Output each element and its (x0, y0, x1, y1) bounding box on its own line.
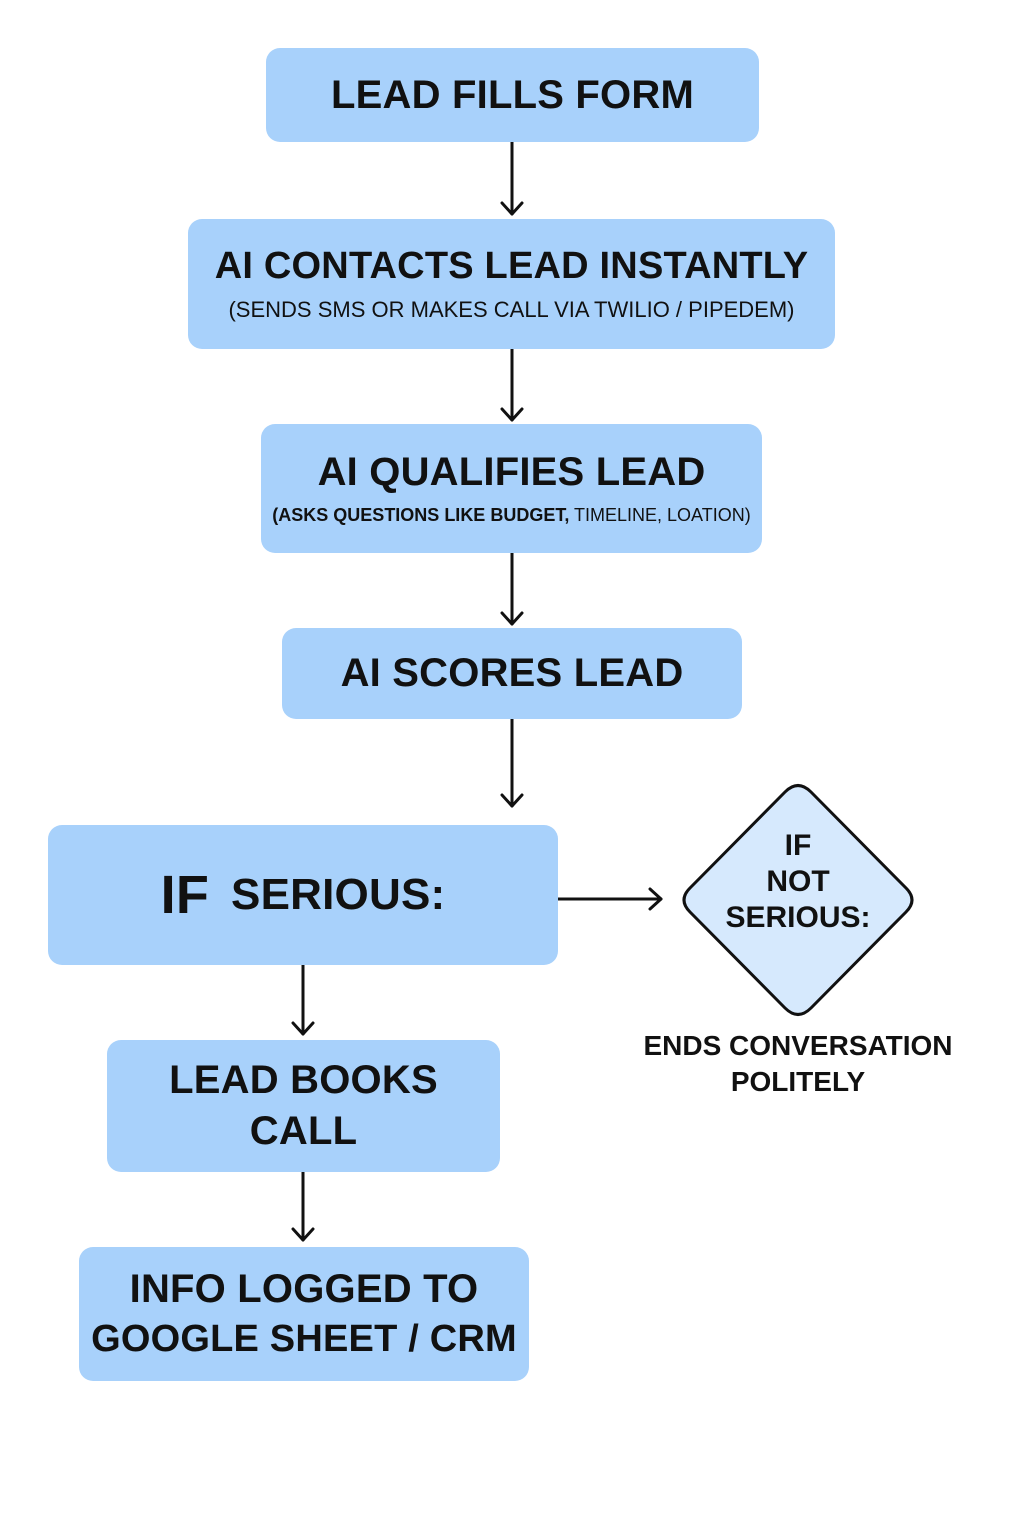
subtitle-bold: (ASKS QUESTIONS LIKE BUDGET, (272, 505, 570, 526)
node-ai-qualifies-lead: AI QUALIFIES LEAD (ASKS QUESTIONS LIKE B… (261, 424, 762, 553)
arrow-if-serious-to-books-call (291, 963, 315, 1036)
arrow-form-to-contacts (500, 140, 524, 216)
arrow-scores-to-if-serious (500, 717, 524, 808)
subtitle-light: TIMELINE, LOATION) (569, 505, 751, 526)
arrow-if-serious-to-not-serious (556, 887, 663, 911)
note-line-2: POLITELY (730, 1066, 866, 1098)
diamond-line-3: SERIOUS: (725, 901, 871, 934)
diamond-line-2: NOT (766, 865, 830, 898)
node-line-1: INFO LOGGED TO (129, 1267, 479, 1312)
node-if-serious: IF SERIOUS: (48, 825, 558, 965)
if-label: IF (160, 864, 210, 925)
node-title: AI QUALIFIES LEAD (317, 450, 706, 495)
condition-label: SERIOUS: (231, 870, 446, 920)
arrow-books-call-to-info-logged (291, 1170, 315, 1242)
node-title: LEAD FILLS FORM (331, 72, 694, 117)
arrow-contacts-to-qualifies (500, 347, 524, 422)
node-title: AI SCORES LEAD (340, 651, 684, 696)
node-title: AI CONTACTS LEAD INSTANTLY (214, 244, 809, 287)
node-line-1: LEAD BOOKS (169, 1058, 438, 1103)
diamond-line-1: IF (784, 829, 812, 862)
node-ai-contacts-lead: AI CONTACTS LEAD INSTANTLY (SENDS SMS OR… (188, 219, 835, 349)
node-lead-fills-form: LEAD FILLS FORM (266, 48, 759, 142)
node-line-2: CALL (249, 1109, 358, 1153)
node-subtitle: (SENDS SMS OR MAKES CALL VIA TWILIO / PI… (228, 297, 795, 323)
node-ends-conversation: ENDS CONVERSATION POLITELY (610, 1028, 986, 1101)
node-line-2: GOOGLE SHEET / CRM (91, 1318, 517, 1361)
node-subtitle: (ASKS QUESTIONS LIKE BUDGET, TIMELINE, L… (272, 505, 750, 527)
note-line-1: ENDS CONVERSATION (643, 1030, 953, 1061)
node-ai-scores-lead: AI SCORES LEAD (282, 628, 742, 719)
node-lead-books-call: LEAD BOOKS CALL (107, 1040, 500, 1172)
node-info-logged: INFO LOGGED TO GOOGLE SHEET / CRM (79, 1247, 529, 1381)
arrow-qualifies-to-scores (500, 551, 524, 626)
node-if-not-serious: IF NOT SERIOUS: (690, 828, 906, 936)
